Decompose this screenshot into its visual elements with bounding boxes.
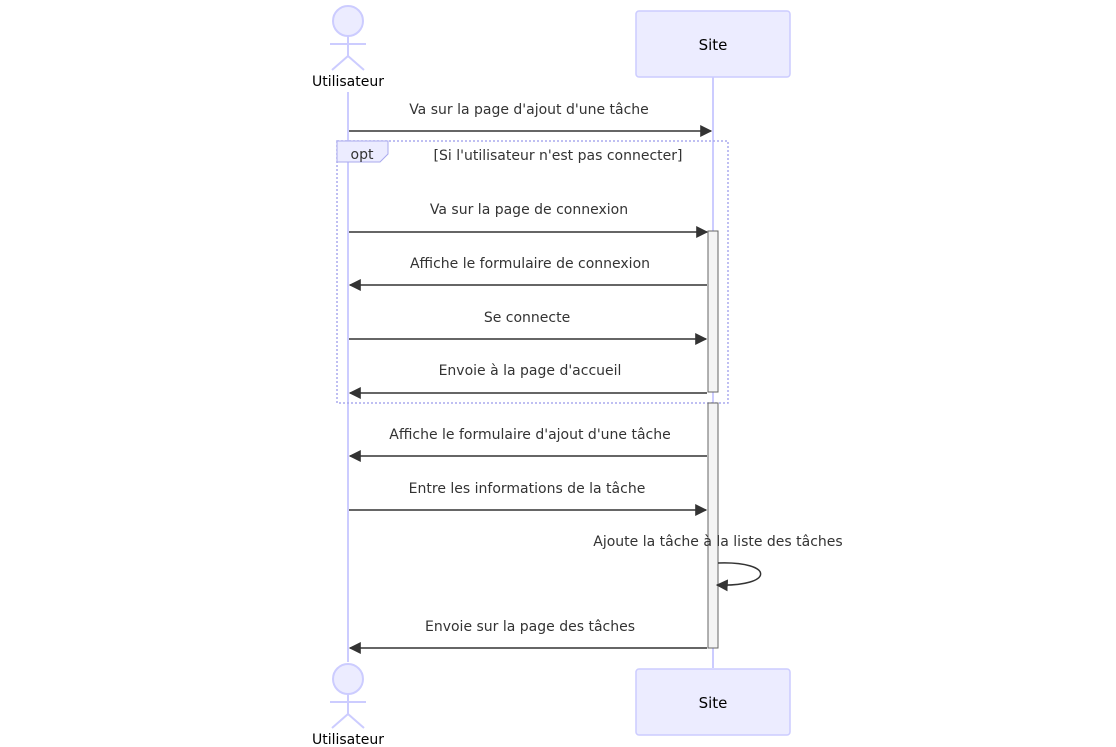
message-label: Affiche le formulaire d'ajout d'une tâch… xyxy=(389,427,670,443)
message-label: Va sur la page de connexion xyxy=(430,202,628,218)
actor-leg-right xyxy=(347,55,365,71)
message-label: Va sur la page d'ajout d'une tâche xyxy=(409,102,649,118)
message-label: Ajoute la tâche à la liste des tâches xyxy=(593,534,842,550)
participant-box xyxy=(635,668,791,736)
message-label: Affiche le formulaire de connexion xyxy=(410,256,650,272)
self-message-arrow xyxy=(715,562,762,592)
message-label: Envoie sur la page des tâches xyxy=(425,619,635,635)
actor-bottom: Utilisateur xyxy=(312,663,384,747)
actor-leg-left xyxy=(331,713,349,729)
actor-label-bottom: Utilisateur xyxy=(312,732,384,747)
actor-label-top: Utilisateur xyxy=(312,74,384,90)
message-label: Se connecte xyxy=(484,310,570,326)
participant-site-top: Site xyxy=(635,10,791,78)
opt-fragment: opt [Si l'utilisateur n'est pas connecte… xyxy=(336,140,729,404)
message-label: Entre les informations de la tâche xyxy=(409,481,646,497)
actor-head xyxy=(332,663,364,695)
participant-label-bottom: Site xyxy=(699,694,728,712)
fragment-label-box xyxy=(336,140,389,163)
actor-top: Utilisateur xyxy=(312,5,384,90)
activation-bar xyxy=(707,230,719,393)
participant-label-top: Site xyxy=(699,36,728,54)
activation-bar xyxy=(707,402,719,649)
actor-leg-left xyxy=(331,55,349,71)
actor-head xyxy=(332,5,364,37)
actor-leg-right xyxy=(347,713,365,729)
fragment-frame xyxy=(336,140,729,404)
fragment-operator: opt xyxy=(351,147,374,163)
fragment-condition: [Si l'utilisateur n'est pas connecter] xyxy=(434,148,683,164)
participant-site-bottom: Site xyxy=(635,668,791,736)
participant-box xyxy=(635,10,791,78)
message-label: Envoie à la page d'accueil xyxy=(439,363,622,379)
